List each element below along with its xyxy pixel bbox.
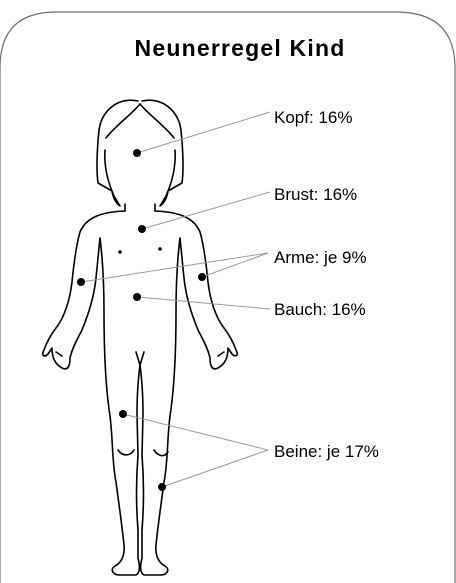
leader-bauch — [137, 297, 270, 309]
marker-brust — [138, 225, 146, 233]
leader-beine-upper — [123, 414, 268, 450]
marker-kopf — [133, 149, 141, 157]
diagram-title: Neunerregel Kind — [135, 35, 346, 61]
label-beine: Beine: je 17% — [274, 442, 379, 461]
label-arme: Arme: je 9% — [274, 248, 367, 267]
leader-beine-lower — [162, 450, 268, 487]
marker-bauch — [133, 293, 141, 301]
leader-arme-right — [202, 253, 268, 277]
marker-arm-right — [198, 273, 206, 281]
label-bauch: Bauch: 16% — [274, 300, 366, 319]
marker-bein-upper — [119, 410, 127, 418]
nipple-right — [158, 247, 162, 251]
label-brust: Brust: 16% — [274, 185, 357, 204]
region-markers — [77, 149, 206, 491]
child-body-outline — [43, 100, 237, 575]
nipple-left — [118, 250, 122, 254]
marker-bein-lower — [158, 483, 166, 491]
leader-arme-left — [81, 253, 268, 282]
marker-arm-left — [77, 278, 85, 286]
label-kopf: Kopf: 16% — [274, 108, 352, 127]
leader-brust — [142, 192, 270, 229]
leader-kopf — [137, 112, 270, 153]
card-border — [0, 12, 455, 583]
